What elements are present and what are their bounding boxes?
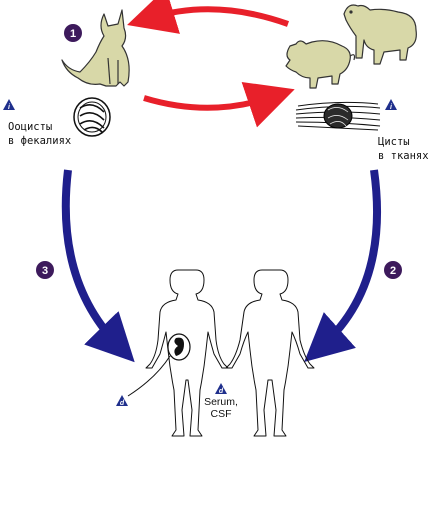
red-arrow-middle <box>143 81 295 128</box>
pig-illustration <box>285 40 356 89</box>
serum-label-line2: CSF <box>211 408 232 420</box>
fetus-illustration <box>167 333 191 361</box>
cysts-label-line1: Цисты <box>378 136 410 148</box>
step-3-badge: 3 <box>36 261 54 279</box>
red-arrow-top <box>127 0 290 34</box>
infective-stage-marker-cyst: i <box>385 99 397 111</box>
serum-label-line1: Serum, <box>204 396 238 408</box>
tissue-cyst-illustration <box>295 101 381 131</box>
marker-i-cyst: i <box>390 104 393 111</box>
human-figure-left <box>145 269 229 437</box>
blue-arrow-left <box>61 169 135 363</box>
step-3-number: 3 <box>42 265 48 277</box>
cat-illustration <box>61 9 130 87</box>
oocyst-illustration <box>73 97 111 137</box>
oocysts-label-line2: в фекалиях <box>8 135 71 147</box>
step-2-number: 2 <box>390 265 396 277</box>
step-1-badge: 1 <box>64 24 82 42</box>
sheep-illustration <box>343 4 417 65</box>
blue-arrow-right <box>304 169 382 363</box>
diagnostic-stage-marker-serum: d <box>215 383 227 395</box>
marker-i-oocyst: i <box>8 104 11 111</box>
marker-d-fetus: d <box>120 400 125 407</box>
step-2-badge: 2 <box>384 261 402 279</box>
marker-d-serum: d <box>219 388 224 395</box>
step-1-number: 1 <box>70 28 76 40</box>
diagnostic-stage-marker-fetus: d <box>116 395 128 407</box>
human-figure-right <box>225 269 315 437</box>
cysts-label-line2: в тканях <box>378 150 429 162</box>
oocysts-label-line1: Ооцисты <box>8 121 52 133</box>
fetus-pointer-line <box>127 355 171 397</box>
infective-stage-marker-oocyst: i <box>3 99 15 111</box>
